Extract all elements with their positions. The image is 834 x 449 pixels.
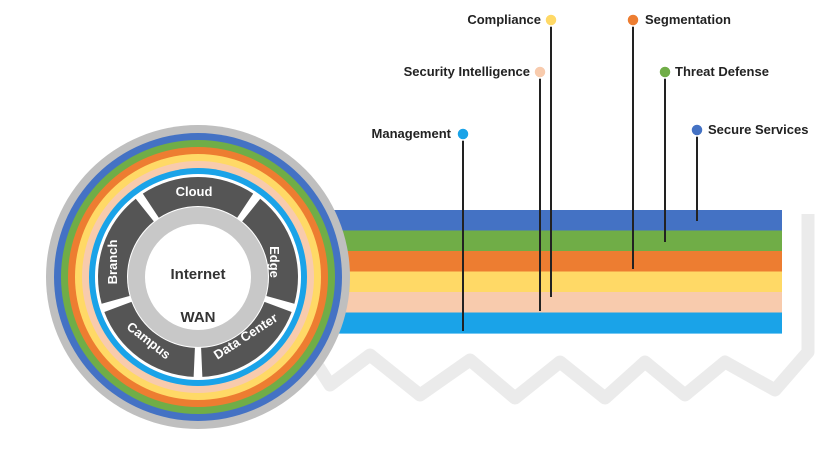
label-security-intelligence: Security Intelligence — [404, 64, 530, 79]
label-compliance: Compliance — [467, 12, 541, 27]
callout-secure-services: Secure Services — [690, 122, 808, 221]
label-secure-services: Secure Services — [708, 122, 808, 137]
secure-services-dot — [690, 123, 704, 137]
callout-management: Management — [372, 126, 470, 331]
segment-wedges — [98, 177, 298, 377]
threat-defense-dot — [658, 65, 672, 79]
core-center — [145, 224, 251, 330]
segment-label-edge: Edge — [267, 246, 282, 278]
label-threat-defense: Threat Defense — [675, 64, 769, 79]
label-management: Management — [372, 126, 452, 141]
security-intelligence-dot — [533, 65, 547, 79]
wedge-edge — [242, 198, 298, 304]
key-blade-outline — [294, 214, 815, 405]
callout-segmentation: Segmentation — [626, 12, 731, 269]
compliance-dot — [544, 13, 558, 27]
segment-label-cloud: Cloud — [176, 184, 213, 199]
bar-management — [300, 312, 782, 334]
segmentation-dot — [626, 13, 640, 27]
wedge-campus — [104, 301, 195, 377]
callout-compliance: Compliance — [467, 12, 558, 297]
label-segmentation: Segmentation — [645, 12, 731, 27]
core-label-internet: Internet — [170, 266, 225, 283]
wedge-branch — [98, 198, 154, 304]
callout-threat-defense: Threat Defense — [658, 64, 769, 242]
core-label-wan: WAN — [181, 309, 216, 326]
segment-label-branch: Branch — [105, 240, 120, 285]
callout-security-intelligence: Security Intelligence — [404, 64, 547, 311]
management-dot — [456, 127, 470, 141]
wedge-data-center — [201, 301, 292, 377]
wedge-cloud — [142, 177, 254, 218]
